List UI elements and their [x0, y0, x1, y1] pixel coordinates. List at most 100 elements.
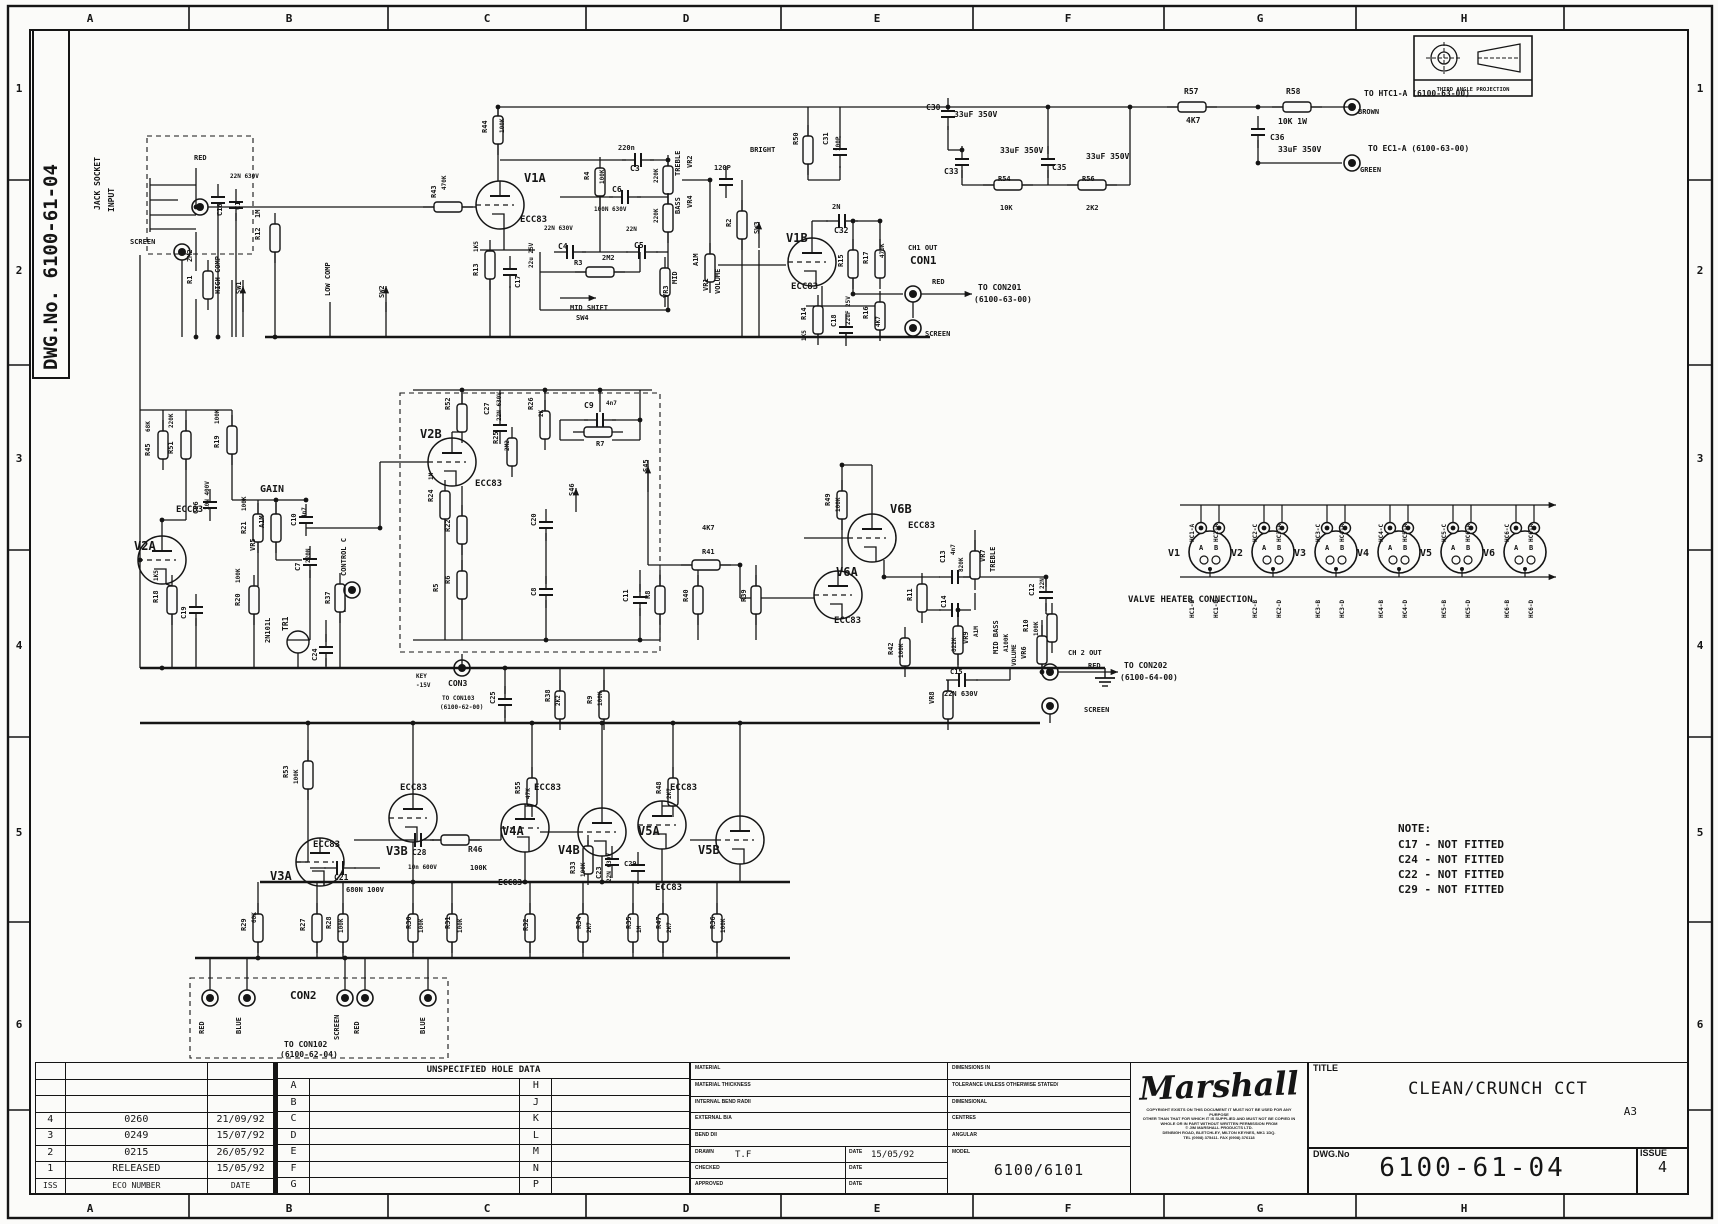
- schematic-label: ECC83: [313, 840, 340, 850]
- schematic-label: HC2-A: [1213, 524, 1220, 542]
- schematic-label: R19: [213, 435, 221, 448]
- schematic-label: V3B: [386, 844, 408, 858]
- sign-date-cell: DATE: [845, 1161, 947, 1178]
- schematic-label: 47K: [525, 788, 532, 799]
- hole-letter: F: [277, 1160, 309, 1178]
- schematic-label: 6: [1697, 1018, 1704, 1031]
- schematic-label: C10: [290, 513, 298, 526]
- schematic-label: 2N: [832, 203, 840, 211]
- schematic-label: TO CON102: [284, 1040, 328, 1049]
- hole-value: [308, 1127, 520, 1145]
- schematic-label: TO HTC1-A (6100-63-00): [1364, 89, 1470, 98]
- schematic-label: ECC83: [655, 883, 682, 893]
- schematic-label: SW2: [378, 285, 386, 298]
- revision-cell: 0215: [64, 1144, 208, 1161]
- schematic-label: SCREEN: [130, 238, 155, 246]
- schematic-label: HC5-C: [1441, 524, 1448, 542]
- schematic-label: SW1: [235, 281, 243, 294]
- schematic-label: R9: [586, 696, 594, 704]
- schematic-label: 2M2: [602, 254, 615, 262]
- schematic-label: C29 - NOT FITTED: [1398, 883, 1504, 896]
- schematic-label: R49: [824, 493, 832, 506]
- schematic-label: RED: [353, 1021, 361, 1034]
- sign-label: CHECKED: [695, 1164, 720, 1171]
- revision-cell: 26/05/92: [207, 1144, 273, 1161]
- schematic-label: 10n 600V: [408, 864, 437, 871]
- schematic-label: C19: [180, 606, 188, 619]
- schematic-label: VOLUME: [1011, 644, 1018, 666]
- schematic-label: C24: [311, 648, 319, 661]
- schematic-label: (6100-62-04): [280, 1050, 338, 1059]
- revision-cell: 0249: [64, 1128, 208, 1145]
- schematic-label: A: [1262, 544, 1267, 552]
- copyright-line: DENBIGH ROAD, BLETCHLEY, MILTON KEYNES, …: [1162, 1129, 1276, 1135]
- revision-cell: 15/05/92: [207, 1161, 273, 1178]
- schematic-label: ECC83: [520, 215, 547, 225]
- schematic-label: 2: [1697, 264, 1704, 277]
- schematic-label: C36: [1270, 133, 1285, 142]
- hole-value: [308, 1144, 520, 1161]
- schematic-label: 2K7: [586, 922, 593, 933]
- copyright-line: OTHER THAN THAT FOR WHICH IT IS SUPPLIED…: [1142, 1116, 1296, 1122]
- schematic-label: R7: [596, 440, 604, 448]
- schematic-label: SCREEN: [1084, 706, 1109, 714]
- schematic-label: 100K: [241, 496, 248, 511]
- schematic-label: V4A: [502, 824, 524, 838]
- schematic-label: R3: [574, 259, 582, 267]
- revision-cell: ISS: [35, 1177, 65, 1194]
- schematic-label: E: [874, 12, 881, 25]
- schematic-label: F: [1065, 1202, 1072, 1215]
- schematic-label: VR7: [979, 549, 987, 562]
- schematic-label: 100K: [418, 918, 425, 933]
- schematic-label: 33uF 350V: [954, 110, 998, 119]
- schematic-label: R17: [862, 251, 870, 264]
- hole-letter: H: [519, 1078, 552, 1095]
- dwg-no-value: 6100-61-04: [1379, 1153, 1566, 1183]
- schematic-label: CH1 OUT: [908, 244, 938, 252]
- schematic-label: 33uF 350V: [1278, 145, 1322, 154]
- schematic-label: R47: [655, 916, 663, 929]
- schematic-label: 100K: [470, 864, 488, 872]
- schematic-label: V5A: [638, 824, 660, 838]
- schematic-label: BRIGHT: [750, 146, 775, 154]
- third-angle-projection-icon: [1426, 42, 1521, 74]
- schematic-label: VOLUME: [714, 269, 722, 294]
- schematic-label: R12: [254, 227, 262, 240]
- schematic-label: 1K5: [153, 570, 160, 581]
- model-cell: MODEL 6100/6101: [947, 1145, 1130, 1194]
- schematic-label: HC6-C: [1504, 524, 1511, 542]
- model-value: 6100/6101: [993, 1160, 1085, 1179]
- schematic-label: R2: [725, 219, 733, 227]
- schematic-label: SCREEN: [925, 330, 950, 338]
- schematic-label: A1M: [692, 253, 700, 266]
- schematic-label: R4: [583, 172, 591, 180]
- schematic-label: R36: [709, 916, 717, 929]
- schematic-label: R51: [167, 441, 175, 454]
- schematic-label: R8: [644, 591, 652, 599]
- model-label: MODEL: [952, 1148, 971, 1155]
- schematic-label: HC3-D: [1339, 600, 1346, 618]
- schematic-label: B: [286, 12, 293, 25]
- schematic-label: C29: [624, 860, 637, 868]
- schematic-label: V6: [1483, 548, 1495, 559]
- sign-cell: APPROVED: [690, 1177, 845, 1194]
- schematic-label: C9: [584, 401, 594, 410]
- schematic-label: 220N: [305, 548, 312, 563]
- schematic-label: 100K: [1033, 621, 1040, 636]
- schematic-label: 2M2: [504, 440, 511, 451]
- schematic-label: 22N 630V: [606, 853, 613, 882]
- schematic-label: RED: [932, 278, 945, 286]
- issue-box: ISSUE 4: [1637, 1148, 1688, 1194]
- schematic-label: 220n: [618, 144, 635, 152]
- schematic-label: 4K7: [1186, 116, 1201, 125]
- schematic-label: A1M: [973, 626, 980, 637]
